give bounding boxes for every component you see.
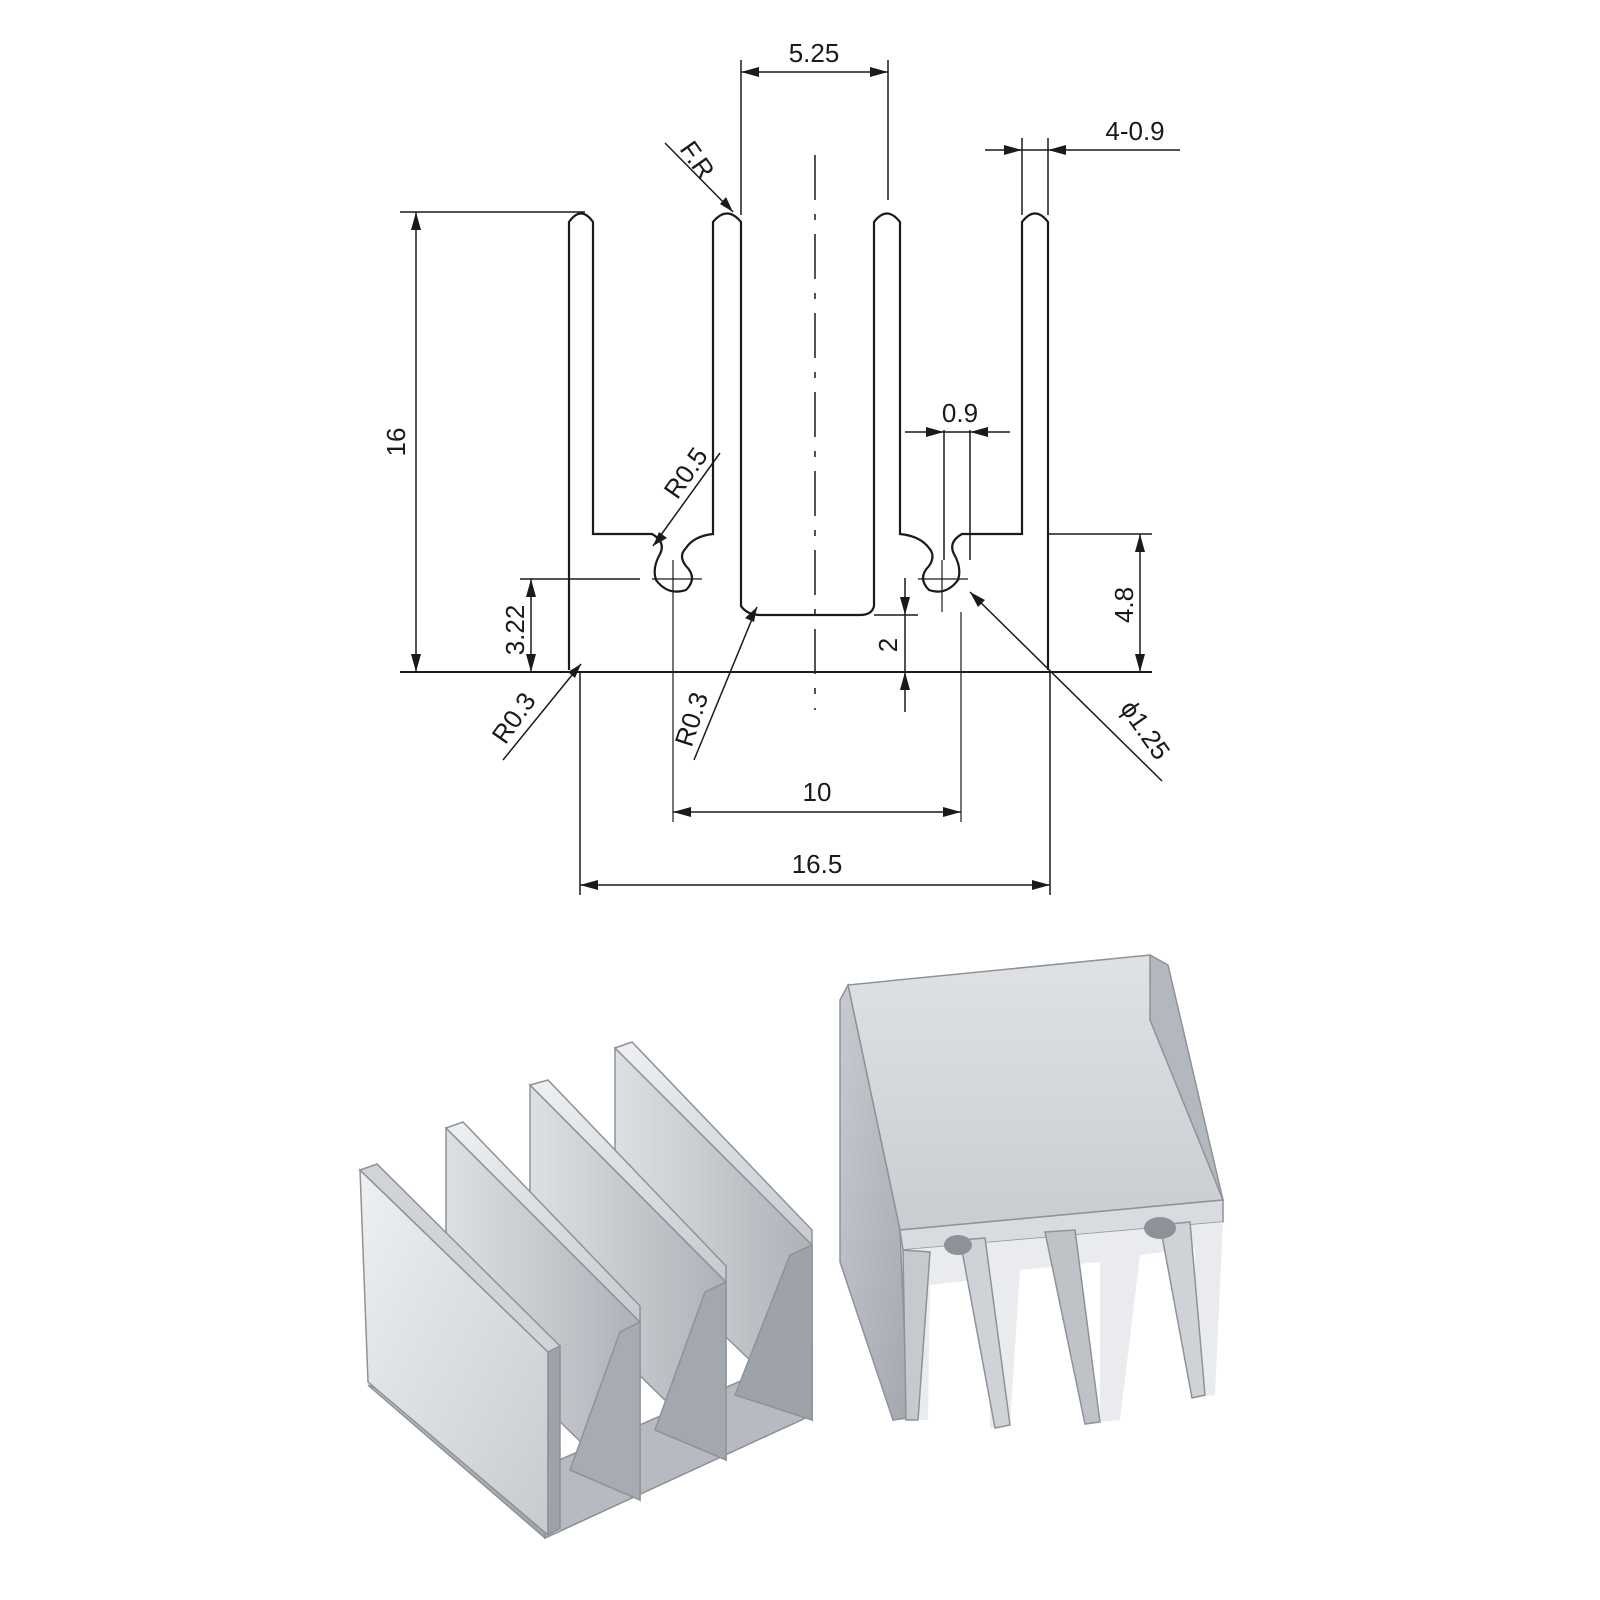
dim-height: 16	[381, 211, 585, 672]
dim-fin-thickness-label: 4-0.9	[1105, 116, 1164, 146]
dim-hole-spacing-label: 10	[803, 777, 832, 807]
dim-center-base: 2	[873, 578, 918, 712]
dim-hole-spacing: 10	[673, 777, 961, 817]
dim-slot-width-label: 0.9	[942, 398, 978, 428]
dim-corner-radius-left-label: R0.3	[486, 687, 542, 749]
dim-corner-radius-inner-label: R0.3	[669, 688, 715, 750]
dim-fin-root-radius: F.R	[664, 135, 734, 213]
technical-drawing: 5.25 4-0.9 F.R 16	[381, 38, 1180, 895]
dim-hole-diameter-label: ϕ1.25	[1114, 695, 1176, 766]
dim-fin-pitch: 5.25	[740, 38, 889, 215]
dim-fin-pitch-label: 5.25	[789, 38, 840, 68]
dim-height-label: 16	[381, 428, 411, 457]
dim-slot-width: 0.9	[905, 398, 1010, 560]
heatsink-photo-left	[358, 1041, 813, 1540]
dim-base-to-fin: 4.8	[1048, 533, 1152, 672]
dim-corner-radius-left: R0.3	[486, 663, 582, 761]
dim-center-base-label: 2	[873, 638, 903, 652]
dim-fin-thickness: 4-0.9	[985, 116, 1180, 215]
dim-fin-root-radius-label: F.R	[674, 135, 721, 184]
dim-width-label: 16.5	[792, 849, 843, 879]
hole-center-marks	[652, 560, 968, 822]
dim-round-radius: R0.5	[652, 442, 721, 547]
heatsink-photo-right	[839, 953, 1224, 1429]
dim-hole-height-label: 3.22	[500, 605, 530, 656]
dim-hole-diameter: ϕ1.25	[969, 591, 1176, 782]
dim-corner-radius-inner: R0.3	[669, 606, 758, 761]
dim-hole-height: 3.22	[500, 578, 640, 672]
dim-width: 16.5	[579, 672, 1051, 895]
dim-base-to-fin-label: 4.8	[1109, 587, 1139, 623]
